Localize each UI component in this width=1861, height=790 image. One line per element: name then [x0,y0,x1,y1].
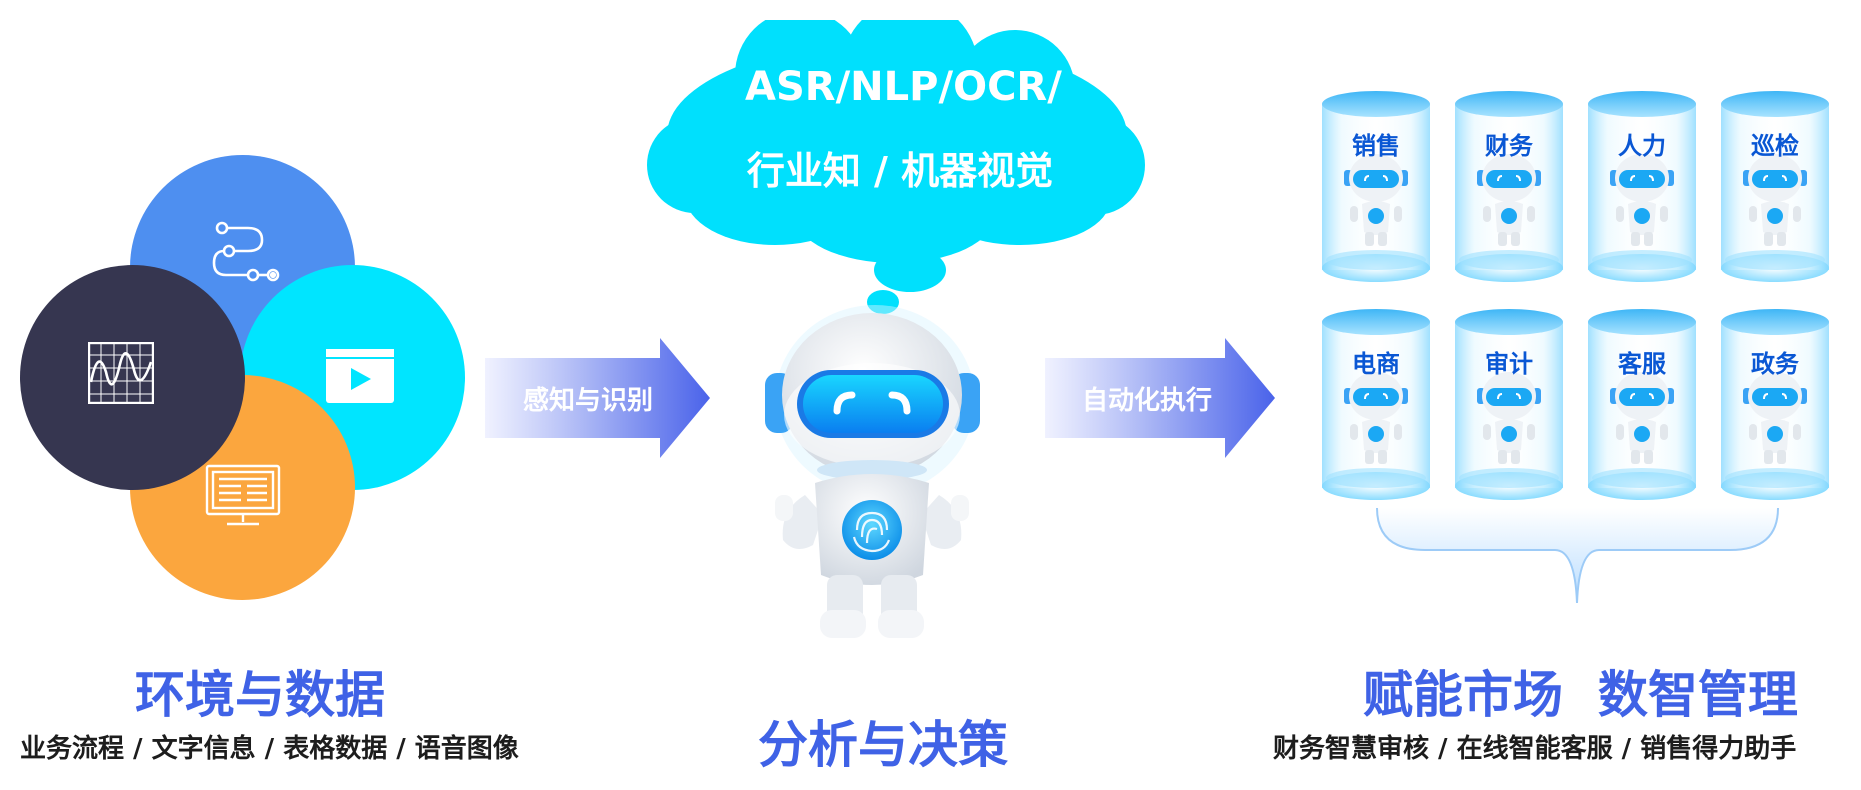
automation-arrow [1045,338,1275,458]
capsule-label: 电商 [1352,350,1400,378]
capsule-3: 人力 [1586,90,1698,285]
cloud-line-1: ASR/NLP/OCR/ [745,64,1062,110]
cloud-line-2: 行业知 / 机器视觉 [746,149,1054,193]
robot-illustration [765,305,980,638]
capsule-7: 客服 [1586,308,1698,503]
chart-circle [20,265,245,490]
mini-robot [1344,154,1408,246]
capsule-4: 巡检 [1719,90,1831,285]
environment-data-subtitle: 业务流程 / 文字信息 / 表格数据 / 语音图像 [20,734,519,764]
capsule-graphic [1455,309,1563,500]
perception-arrow [485,338,710,458]
market-management-title: 赋能市场 数智管理 [1363,666,1798,724]
mini-robot [1344,372,1408,464]
thought-cloud [647,20,1145,314]
capsule-6: 审计 [1453,308,1565,503]
waveform-chart-icon [88,342,154,404]
capsule-graphic [1721,309,1829,500]
capsule-5: 电商 [1320,308,1432,503]
capsule-grid: 销售 财务 人力 巡检电商 审计 客服 政务 [1320,90,1850,610]
grouping-brace [1376,508,1779,604]
capsule-label: 巡检 [1751,132,1799,160]
mini-robot [1477,154,1541,246]
capsule-1: 销售 [1320,90,1432,285]
mini-robot [1610,154,1674,246]
mini-robot [1743,154,1807,246]
capsule-label: 客服 [1618,350,1666,378]
capsule-graphic [1721,91,1829,282]
automation-arrow-label: 自动化执行 [1082,386,1213,416]
capsule-label: 政务 [1751,350,1799,378]
mini-robot [1743,372,1807,464]
capsule-label: 审计 [1485,350,1533,378]
capsule-2: 财务 [1453,90,1565,285]
capsule-graphic [1455,91,1563,282]
perception-arrow-label: 感知与识别 [523,386,654,416]
environment-data-title: 环境与数据 [135,666,385,724]
capsule-graphic [1322,91,1430,282]
capsule-label: 销售 [1352,132,1400,160]
capsule-graphic [1588,309,1696,500]
document-monitor-icon [205,464,281,526]
mini-robot [1610,372,1674,464]
capsule-8: 政务 [1719,308,1831,503]
capsule-graphic [1588,91,1696,282]
capsule-label: 人力 [1618,132,1666,160]
capsule-graphic [1322,309,1430,500]
workflow-icon [212,221,280,282]
video-play-icon [326,349,394,403]
mini-robot [1477,372,1541,464]
analysis-decision-title: 分析与决策 [758,716,1008,774]
capsule-label: 财务 [1485,132,1533,160]
market-management-subtitle: 财务智慧审核 / 在线智能客服 / 销售得力助手 [1273,734,1797,764]
environment-data-diagram [0,0,480,620]
